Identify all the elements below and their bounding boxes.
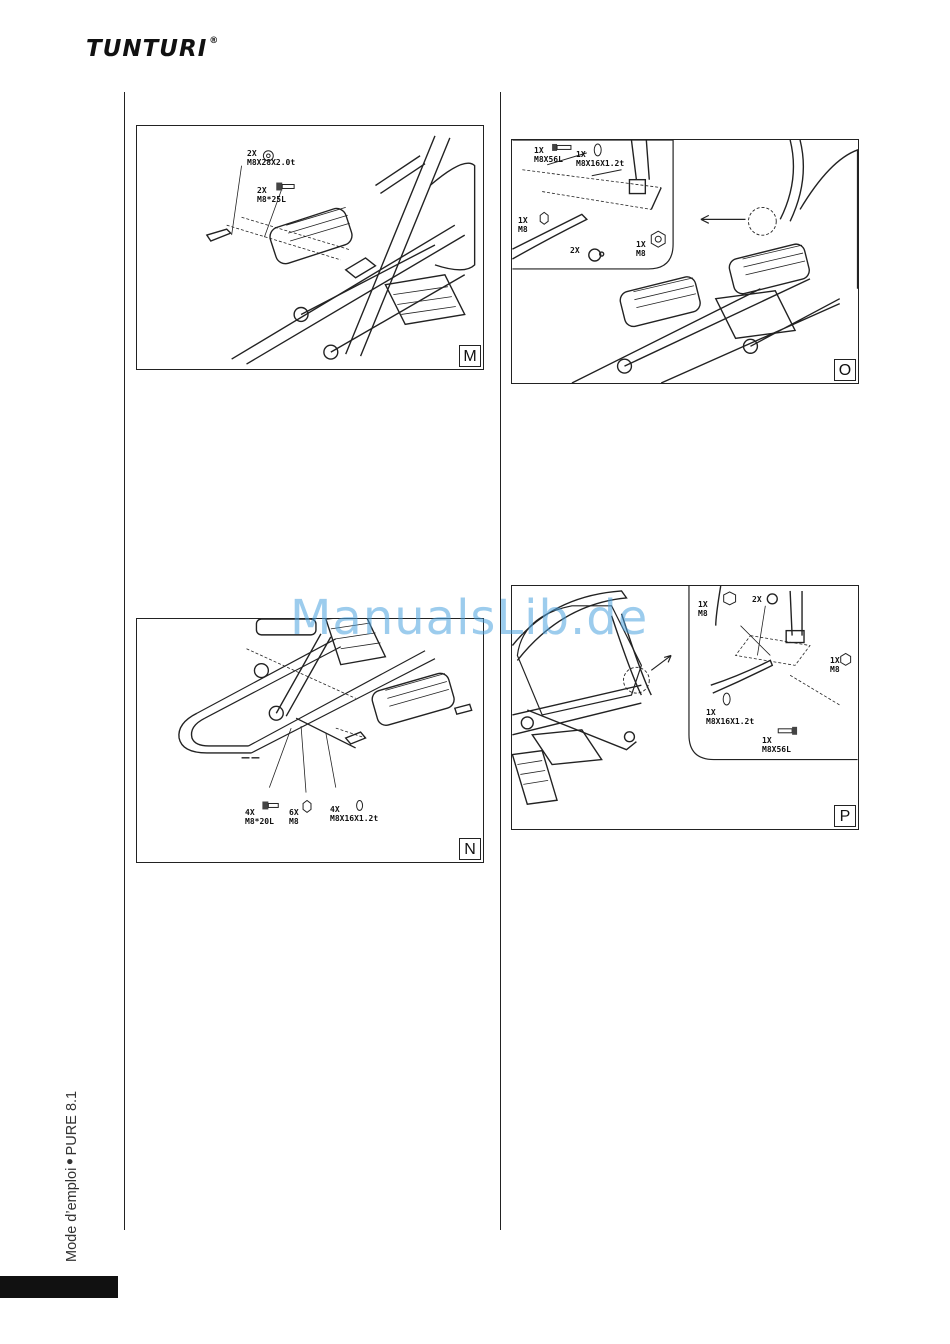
nut-icon xyxy=(841,653,851,665)
figure-n-drawing xyxy=(137,619,483,862)
nut-icon xyxy=(724,592,736,605)
nut-icon xyxy=(540,212,548,224)
bushing-icon xyxy=(767,594,777,604)
part-label: 1X M8 xyxy=(698,600,708,618)
registered-mark: ® xyxy=(209,36,219,46)
part-label: 1X M8X56L xyxy=(762,736,791,754)
figure-m: 2X M8X28X2.0t 2X M8*25L M xyxy=(136,125,484,370)
part-label: 1X M8X16X1.2t xyxy=(706,708,754,726)
column-divider-left xyxy=(124,92,125,1230)
figure-o: 1X M8X56L 1X M8X16X1.2t 1X M8 2X 1X M8 O xyxy=(511,139,859,384)
nut-icon xyxy=(303,801,311,813)
figure-label: N xyxy=(459,838,481,860)
bolt-icon xyxy=(778,727,797,735)
part-label: 4X M8X16X1.2t xyxy=(330,805,378,823)
figure-label: M xyxy=(459,345,481,367)
part-label: 2X M8X28X2.0t xyxy=(247,149,295,167)
model-name: PURE 8.1 xyxy=(64,1091,80,1155)
bushing-icon xyxy=(589,249,601,261)
figure-label: P xyxy=(834,805,856,827)
column-divider-center xyxy=(500,92,501,1230)
part-label: 1X M8 xyxy=(518,216,528,234)
part-label: 2X xyxy=(570,246,580,255)
title-separator: • xyxy=(60,1158,80,1164)
brand-logo: TUNTURI® xyxy=(86,36,219,62)
brand-name: TUNTURI xyxy=(86,36,207,62)
washer-icon xyxy=(723,693,730,705)
arrow-icon xyxy=(701,215,746,223)
part-label: 1X M8 xyxy=(636,240,646,258)
part-label: 1X M8X16X1.2t xyxy=(576,150,624,168)
part-label: 2X xyxy=(752,595,762,604)
figure-o-drawing xyxy=(512,140,858,383)
part-label: 2X M8*25L xyxy=(257,186,286,204)
part-label: 1X M8 xyxy=(830,656,840,674)
figure-label: O xyxy=(834,359,856,381)
part-label: 1X M8X56L xyxy=(534,146,563,164)
manual-title-vertical: Mode d’emploi • PURE 8.1 xyxy=(60,1062,80,1262)
nut-icon xyxy=(651,231,665,247)
page-number-block xyxy=(0,1276,118,1298)
part-label: 4X M8*20L xyxy=(245,808,274,826)
part-label: 6X M8 xyxy=(289,808,299,826)
arrow-icon xyxy=(651,655,671,670)
manual-name: Mode d’emploi xyxy=(64,1168,80,1262)
watermark: ManualsLib.de xyxy=(290,590,648,646)
figure-m-drawing xyxy=(137,126,483,369)
figure-n: 4X M8*20L 6X M8 4X M8X16X1.2t N xyxy=(136,618,484,863)
